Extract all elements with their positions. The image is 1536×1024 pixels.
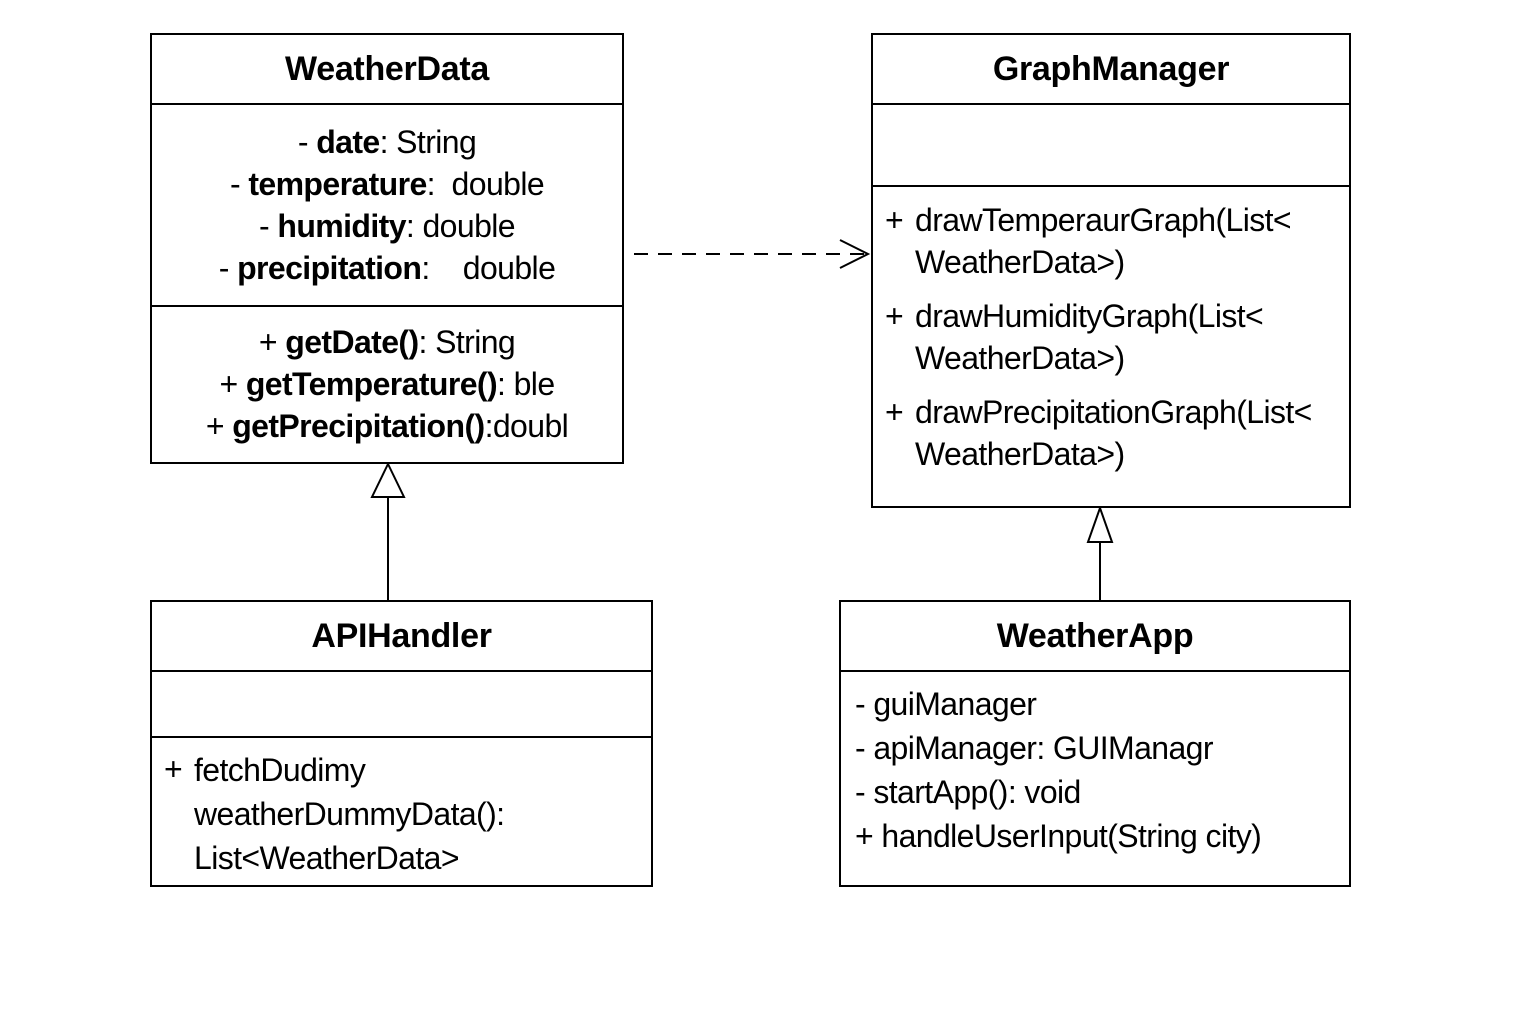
class-apihandler[interactable]: APIHandler + fetchDudimy weatherDummyDat… [150, 600, 653, 887]
class-weatherapp[interactable]: WeatherApp - guiManager - apiManager: GU… [839, 600, 1351, 887]
methods-compartment: + fetchDudimy weatherDummyData(): List<W… [152, 736, 651, 885]
member-handleuserinput: + handleUserInput(String city) [855, 818, 1262, 854]
method-draw-precipitation-graph: + drawPrecipitationGraph(List<WeatherDat… [885, 394, 1312, 472]
dependency-arrowhead [839, 239, 871, 269]
method-getdate: + getDate(): String [258, 324, 516, 360]
class-name: GraphManager [992, 49, 1230, 88]
member-apimanager: - apiManager: GUIManagr [855, 730, 1214, 766]
class-name: WeatherApp [996, 616, 1194, 655]
methods-compartment: + getDate(): String + getTemperature(): … [152, 305, 622, 462]
member-guimanager: - guiManager [855, 686, 1037, 722]
class-name: WeatherData [285, 49, 489, 88]
members-compartment: - guiManager - apiManager: GUIManagr - s… [841, 670, 1349, 885]
attributes-compartment: - date: String - temperature: double - h… [152, 103, 622, 305]
method-draw-humidity-graph: + drawHumidityGraph(List<WeatherData>) [885, 298, 1264, 376]
attribute-humidity: - humidity: double [259, 208, 516, 244]
class-name: APIHandler [311, 616, 492, 655]
member-startapp: - startApp(): void [855, 774, 1081, 810]
attributes-compartment [873, 103, 1349, 185]
method-fetch-dummy-data: + fetchDudimy weatherDummyData(): List<W… [164, 751, 505, 876]
method-getprecipitation: + getPrecipitation():doubl [205, 408, 569, 444]
attributes-compartment [152, 670, 651, 736]
attribute-precipitation: - precipitation: double [218, 250, 556, 286]
attribute-temperature: - temperature: double [229, 166, 545, 202]
attribute-date: - date: String [297, 124, 477, 160]
generalization-arrowhead-weatherdata [370, 461, 406, 498]
class-graphmanager[interactable]: GraphManager + drawTemperaurGraph(List<W… [871, 33, 1351, 508]
method-gettemperature: + getTemperature(): ble [219, 366, 555, 402]
class-weatherdata[interactable]: WeatherData - date: String - temperature… [150, 33, 624, 464]
method-draw-temperature-graph: + drawTemperaurGraph(List<WeatherData>) [885, 202, 1292, 280]
generalization-arrowhead-graphmanager [1086, 504, 1114, 543]
methods-compartment: + drawTemperaurGraph(List<WeatherData>) … [873, 185, 1349, 506]
